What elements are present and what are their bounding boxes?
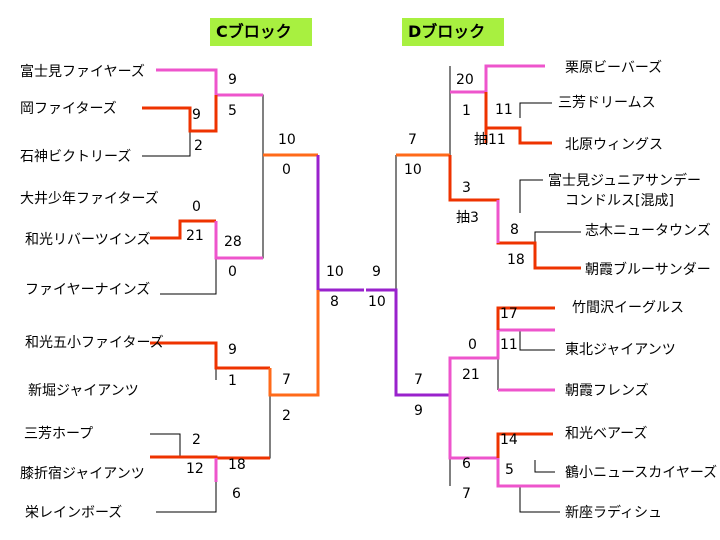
score: 0	[192, 199, 201, 215]
score: 21	[186, 228, 204, 244]
team-miyoshi-dreams: 三芳ドリームス	[558, 95, 656, 111]
team-wako-river-twins: 和光リバーツインズ	[25, 232, 151, 248]
team-miyoshi-hope: 三芳ホープ	[24, 426, 94, 442]
score: 10	[404, 162, 422, 178]
score: 14	[500, 432, 518, 448]
team-shakujii-victories: 石神ビクトリーズ	[20, 149, 132, 165]
score: 18	[507, 252, 525, 268]
team-sakae-rainbows: 栄レインボーズ	[25, 505, 123, 521]
team-fire-nines: ファイヤーナインズ	[25, 282, 151, 298]
score: 17	[500, 306, 518, 322]
team-hizaorijuku-giants: 膝折宿ジャイアンツ	[20, 466, 145, 482]
d-block-header: Dブロック	[402, 18, 504, 46]
team-fujimi-fires: 富士見ファイヤーズ	[20, 64, 145, 80]
team-kitahara-wings: 北原ウィングス	[565, 137, 663, 153]
c-block-winners	[142, 68, 364, 482]
score: 2	[282, 408, 291, 424]
team-oka-fighters: 岡ファイターズ	[20, 101, 117, 117]
score: 18	[228, 457, 246, 473]
score: 抽11	[474, 132, 506, 148]
score: 28	[224, 234, 242, 250]
team-asaka-blue-thunder: 朝霞ブルーサンダー	[585, 262, 711, 278]
team-shinbori-giants: 新堀ジャイアンツ	[28, 383, 139, 399]
team-shiki-newtowns: 志木ニュータウンズ	[585, 223, 711, 239]
score: 11	[495, 102, 513, 118]
score: 2	[194, 138, 203, 154]
score: 20	[456, 72, 474, 88]
score: 10	[278, 132, 296, 148]
c-block-header: Cブロック	[210, 18, 312, 46]
score: 8	[510, 222, 519, 238]
score: 6	[462, 456, 471, 472]
team-wako-goshou-fighters: 和光五小ファイターズ	[25, 335, 164, 351]
score: 21	[462, 367, 480, 383]
score: 0	[228, 264, 237, 280]
team-chikumazawa-eagles: 竹間沢イーグルス	[572, 300, 684, 316]
team-asaka-friends: 朝霞フレンズ	[565, 383, 649, 399]
d-block-winners	[366, 64, 581, 488]
score: 9	[192, 107, 201, 123]
score: 0	[282, 162, 291, 178]
score: 1	[462, 103, 471, 119]
team-niiza-radish: 新座ラディシュ	[565, 505, 663, 521]
score: 10	[326, 264, 344, 280]
score: 9	[414, 403, 423, 419]
team-condors-mixed: コンドルス[混成]	[565, 193, 674, 209]
score: 0	[468, 337, 477, 353]
score: 7	[282, 372, 291, 388]
score: 9	[228, 72, 237, 88]
score: 2	[192, 432, 201, 448]
team-wako-bears: 和光ベアーズ	[565, 426, 648, 442]
score: 5	[505, 462, 514, 478]
score: 8	[330, 294, 339, 310]
score: 10	[368, 294, 386, 310]
score: 5	[228, 103, 237, 119]
score: 7	[408, 132, 417, 148]
team-oi-shonen-fighters: 大井少年ファイターズ	[20, 191, 159, 207]
score: 7	[462, 486, 471, 502]
score: 9	[372, 264, 381, 280]
score: 1	[228, 373, 237, 389]
score: 6	[232, 486, 241, 502]
team-fujimi-junior-sunday: 富士見ジュニアサンデー	[548, 173, 702, 189]
team-tsurusho-new-skyers: 鶴小ニュースカイヤーズ	[565, 465, 718, 481]
team-kurihara-beavers: 栗原ビーバーズ	[565, 60, 663, 76]
score: 11	[500, 337, 518, 353]
score: 3	[462, 180, 471, 196]
score: 9	[228, 342, 237, 358]
score: 7	[414, 372, 423, 388]
score: 12	[186, 461, 204, 477]
c-block-lines	[142, 94, 319, 513]
score: 抽3	[456, 210, 479, 226]
team-tohoku-giants: 東北ジャイアンツ	[565, 342, 676, 358]
